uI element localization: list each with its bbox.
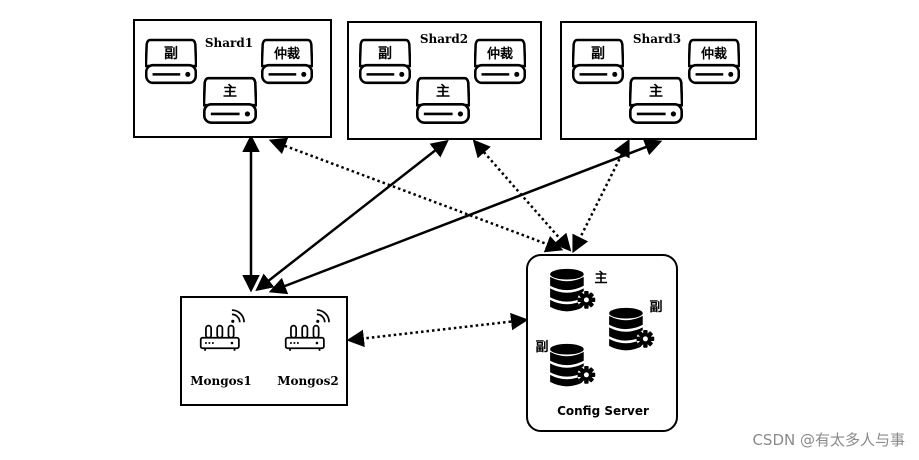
primary-label: 主 <box>223 83 237 100</box>
secondary-label: 副 <box>164 46 178 62</box>
mongos1-label: Mongos1 <box>190 374 252 388</box>
link-mongos-config <box>346 312 529 348</box>
link-config-shard3 <box>572 138 630 254</box>
primary-label: 主 <box>649 83 663 100</box>
link-config-shard1 <box>268 137 564 253</box>
secondary-label: 副 <box>591 46 605 62</box>
watermark: CSDN @有太多人与事 <box>752 431 905 449</box>
secondary-label: 副 <box>378 46 392 62</box>
mongos2-label: Mongos2 <box>277 374 339 388</box>
connections <box>242 134 663 348</box>
shard2-box: Shard2 副 仲裁 主 <box>347 21 542 140</box>
link-mongos-shard2 <box>255 139 449 292</box>
shard3-box: Shard3 副 仲裁 主 <box>560 21 757 140</box>
shard-name: Shard1 <box>205 36 253 50</box>
mongos-box: Mongos1 Mongos2 <box>180 296 348 406</box>
shard-name: Shard3 <box>633 32 681 46</box>
config-secondary-label: 副 <box>535 340 548 355</box>
shard-name: Shard2 <box>420 32 468 46</box>
config-server-box: 主 副 副 Config Server <box>526 254 678 432</box>
arbiter-label: 仲裁 <box>274 46 300 62</box>
config-server-title: Config Server <box>557 404 649 418</box>
shard1-box: Shard1 副 仲裁 主 <box>133 19 332 138</box>
primary-label: 主 <box>436 83 450 100</box>
arbiter-label: 仲裁 <box>701 46 727 62</box>
arbiter-label: 仲裁 <box>487 46 513 62</box>
config-secondary-label: 副 <box>649 300 662 315</box>
link-config-shard2 <box>472 139 572 252</box>
config-primary-label: 主 <box>594 270 607 286</box>
